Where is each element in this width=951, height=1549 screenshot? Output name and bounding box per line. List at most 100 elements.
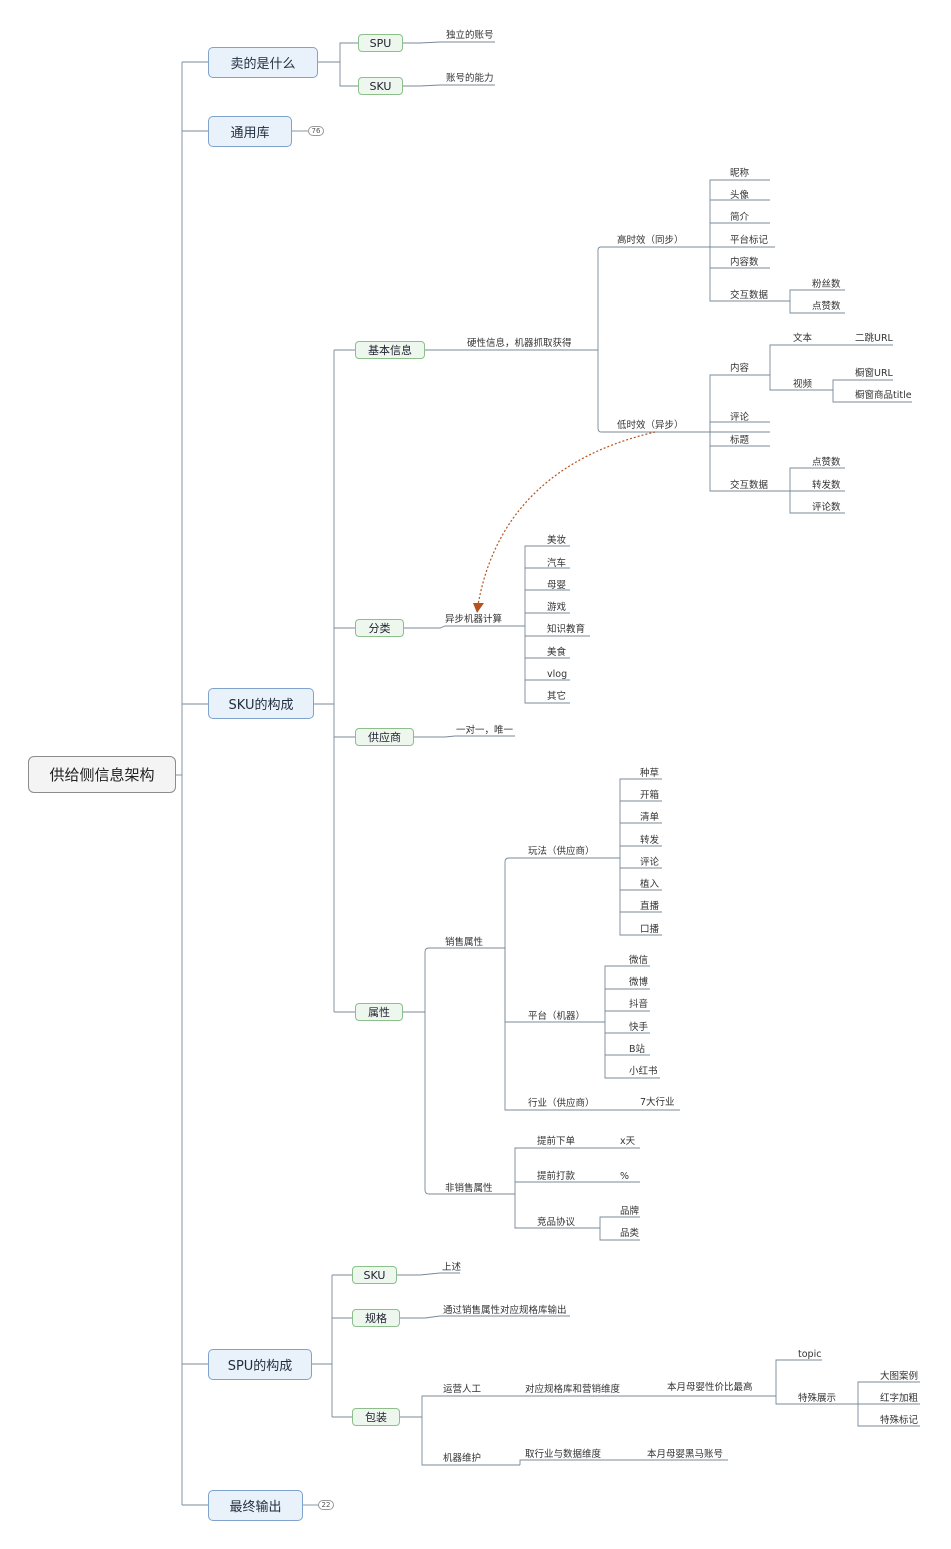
high-interact[interactable]: 交互数据: [730, 290, 769, 301]
category-item[interactable]: vlog: [547, 669, 568, 680]
special-label[interactable]: 特殊展示: [798, 1393, 837, 1404]
special-item[interactable]: 红字加粗: [880, 1393, 919, 1404]
content-text-item[interactable]: 二跳URL: [855, 333, 893, 344]
content-video-item[interactable]: 橱窗商品title: [855, 390, 912, 401]
play-item[interactable]: 开箱: [640, 790, 660, 801]
spec-sub[interactable]: 通过销售属性对应规格库输出: [443, 1305, 567, 1316]
category-item[interactable]: 母婴: [547, 580, 567, 591]
ops-sub2[interactable]: 本月母婴性价比最高: [667, 1382, 753, 1393]
machine-label[interactable]: 机器维护: [443, 1453, 482, 1464]
high-item[interactable]: 内容数: [730, 257, 759, 268]
spu-sku-sub[interactable]: 上述: [442, 1262, 462, 1273]
category-item[interactable]: 其它: [547, 691, 567, 702]
compete-item[interactable]: 品牌: [620, 1206, 640, 1217]
pay-label[interactable]: 提前打款: [537, 1171, 576, 1182]
branch-general-library[interactable]: 通用库: [208, 116, 292, 147]
supplier-sub[interactable]: 一对一，唯一: [456, 725, 514, 736]
high-item[interactable]: 平台标记: [730, 235, 769, 246]
branch-spu-label: SPU的构成: [227, 1359, 293, 1374]
node-category-label: 分类: [368, 622, 391, 635]
node-attribute-label: 属性: [368, 1006, 390, 1019]
low-interact-item[interactable]: 评论数: [812, 502, 841, 513]
play-item[interactable]: 种草: [640, 768, 660, 779]
node-package-label: 包装: [365, 1411, 387, 1424]
platform-item[interactable]: 快手: [629, 1022, 649, 1033]
final-count-badge[interactable]: 22: [318, 1500, 334, 1510]
general-badge-text: 76: [311, 127, 321, 135]
category-item[interactable]: 美食: [547, 647, 567, 658]
sales-attr[interactable]: 销售属性: [445, 937, 484, 948]
high-interact-item[interactable]: 点赞数: [812, 301, 841, 312]
node-spec[interactable]: 规格: [352, 1309, 400, 1327]
play-item[interactable]: 清单: [640, 812, 660, 823]
sku-note[interactable]: 账号的能力: [446, 73, 494, 84]
node-package[interactable]: 包装: [352, 1408, 400, 1426]
branch-spu-composition[interactable]: SPU的构成: [208, 1349, 312, 1380]
play-label[interactable]: 玩法（供应商）: [528, 846, 595, 857]
low-label[interactable]: 低时效（异步）: [617, 420, 684, 431]
compete-item[interactable]: 品类: [620, 1228, 640, 1239]
low-interact-item[interactable]: 点赞数: [812, 457, 841, 468]
high-item[interactable]: 昵称: [730, 168, 750, 179]
order-value[interactable]: x天: [620, 1136, 636, 1147]
platform-item[interactable]: 抖音: [629, 999, 649, 1010]
low-interact-item[interactable]: 转发数: [812, 480, 841, 491]
spu-note[interactable]: 独立的账号: [446, 30, 494, 41]
node-attribute[interactable]: 属性: [355, 1003, 403, 1021]
play-item[interactable]: 直播: [640, 901, 660, 912]
branch-general-label: 通用库: [230, 126, 270, 141]
node-category[interactable]: 分类: [355, 619, 404, 637]
low-interact[interactable]: 交互数据: [730, 480, 769, 491]
play-item[interactable]: 转发: [640, 835, 660, 846]
branch-final-output[interactable]: 最终输出: [208, 1490, 303, 1521]
branch-sku-label: SKU的构成: [228, 698, 294, 713]
platform-item[interactable]: 微博: [629, 977, 649, 988]
platform-label[interactable]: 平台（机器）: [528, 1011, 586, 1022]
branch-sell[interactable]: 卖的是什么: [208, 47, 318, 78]
industry-value[interactable]: 7大行业: [640, 1097, 675, 1108]
category-item[interactable]: 美妆: [547, 535, 567, 546]
play-item[interactable]: 植入: [640, 879, 660, 890]
node-spu[interactable]: SPU: [358, 34, 403, 52]
platform-item[interactable]: 小红书: [629, 1066, 658, 1077]
node-basic-info[interactable]: 基本信息: [355, 341, 425, 359]
basic-sub[interactable]: 硬性信息，机器抓取获得: [467, 338, 572, 349]
order-label[interactable]: 提前下单: [537, 1136, 576, 1147]
node-spu-sku[interactable]: SKU: [352, 1266, 397, 1284]
industry-label[interactable]: 行业（供应商）: [528, 1098, 595, 1109]
node-basic-label: 基本信息: [368, 344, 412, 357]
content-video[interactable]: 视频: [793, 379, 813, 390]
low-item[interactable]: 评论: [730, 412, 750, 423]
special-item[interactable]: 特殊标记: [880, 1415, 919, 1426]
high-item[interactable]: 简介: [730, 212, 750, 223]
platform-item[interactable]: 微信: [629, 955, 649, 966]
content-text[interactable]: 文本: [793, 333, 813, 344]
category-item[interactable]: 汽车: [547, 558, 567, 569]
special-item[interactable]: 大图案例: [880, 1371, 919, 1382]
category-item[interactable]: 游戏: [547, 602, 567, 613]
ops-sub[interactable]: 对应规格库和营销维度: [525, 1384, 621, 1395]
play-item[interactable]: 口播: [640, 924, 660, 935]
pay-value[interactable]: %: [620, 1171, 630, 1182]
category-sub[interactable]: 异步机器计算: [445, 614, 503, 625]
machine-sub2[interactable]: 本月母婴黑马账号: [647, 1449, 724, 1460]
root-node[interactable]: 供给侧信息架构: [28, 756, 176, 793]
platform-item[interactable]: B站: [629, 1044, 646, 1055]
play-item[interactable]: 评论: [640, 857, 660, 868]
ops-topic[interactable]: topic: [798, 1349, 822, 1360]
branch-sku-composition[interactable]: SKU的构成: [208, 688, 314, 719]
nonsales-attr[interactable]: 非销售属性: [445, 1183, 493, 1194]
ops-label[interactable]: 运营人工: [443, 1384, 482, 1395]
high-interact-item[interactable]: 粉丝数: [812, 279, 841, 290]
category-item[interactable]: 知识教育: [547, 624, 586, 635]
machine-sub[interactable]: 取行业与数据维度: [525, 1449, 602, 1460]
content-video-item[interactable]: 橱窗URL: [855, 368, 893, 379]
compete-label[interactable]: 竞品协议: [537, 1217, 576, 1228]
general-count-badge[interactable]: 76: [308, 126, 324, 136]
low-content[interactable]: 内容: [730, 363, 750, 374]
node-sku[interactable]: SKU: [358, 77, 403, 95]
high-item[interactable]: 头像: [730, 190, 750, 201]
low-item[interactable]: 标题: [730, 435, 750, 446]
node-supplier[interactable]: 供应商: [355, 728, 414, 746]
high-label[interactable]: 高时效（同步）: [617, 235, 684, 246]
